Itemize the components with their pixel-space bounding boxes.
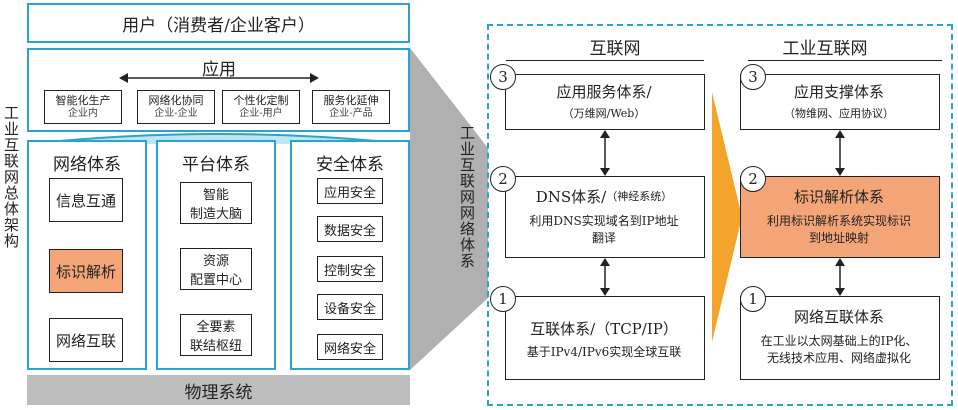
industrial-layer-1: 网络互联体系 在工业以太网基础上的IP化、 无线技术应用、网络虚拟化: [740, 296, 940, 380]
industrial-layer-1-number: 1: [740, 286, 766, 312]
network-item-info: 信息互通: [49, 178, 123, 222]
layer-sub: 利用标识解析系统实现标识 到地址映射: [766, 214, 911, 245]
double-arrow-icon: [119, 73, 319, 83]
app-item-label: 个性化定制: [233, 94, 289, 108]
platform-item-hub: 全要素 联结枢纽: [180, 314, 252, 356]
app-item-sub: 企业-用户: [239, 107, 283, 119]
app-item-network-collab: 网络化协同 企业-企业: [137, 90, 215, 124]
internet-arrow-upper: [600, 130, 610, 176]
layer-sub: 基于IPv4/IPv6实现全球互联: [526, 344, 682, 359]
layer-title-main: DNS体系/: [535, 187, 607, 206]
industrial-title-underline: [748, 60, 942, 61]
security-system-title: 安全体系: [316, 154, 384, 175]
app-item-label: 网络化协同: [148, 94, 204, 108]
app-item-sub: 企业内: [68, 107, 98, 119]
layer-sub: 在工业以太网基础上的IP化、 无线技术应用、网络虚拟化: [760, 334, 918, 365]
security-item-control: 控制安全: [317, 256, 383, 282]
app-item-label: 智能化生产: [55, 94, 111, 108]
security-item-device: 设备安全: [317, 294, 383, 320]
platform-item-brain: 智能 制造大脑: [180, 182, 252, 224]
network-system-box: 网络体系 信息互通 标识解析 网络互联: [27, 140, 147, 370]
network-item-interconnect: 网络互联: [49, 318, 123, 362]
internet-arrow-lower: [600, 258, 610, 296]
physical-system-bar: 物理系统: [27, 375, 410, 405]
layer-title: 应用服务体系/: [556, 82, 652, 101]
network-item-identifier: 标识解析: [49, 249, 123, 293]
security-item-app: 应用安全: [317, 178, 383, 204]
app-item-label: 服务化延伸: [323, 94, 379, 108]
layer-sub: （物维网、应用协议）: [784, 107, 894, 120]
internet-title-underline: [506, 60, 704, 61]
layer-sub: 利用DNS实现域名到IP地址 翻译: [529, 214, 679, 245]
layer-sub: （万维网/Web）: [562, 107, 646, 120]
internet-layer-1-number: 1: [490, 286, 516, 312]
internet-title: 互联网: [589, 38, 641, 59]
platform-system-box: 平台体系 智能 制造大脑 资源 配置中心 全要素 联结枢纽: [156, 140, 276, 370]
layer-title-sub: （神经系统）: [606, 190, 673, 203]
security-item-data: 数据安全: [317, 216, 383, 242]
internet-layer-3-number: 3: [490, 64, 516, 90]
application-title: 应用: [202, 59, 236, 80]
security-item-network: 网络安全: [317, 334, 383, 360]
industrial-layer-3-number: 3: [740, 64, 766, 90]
network-system-title: 网络体系: [53, 154, 121, 175]
app-item-smart-production: 智能化生产 企业内: [44, 90, 122, 124]
app-item-sub: 企业-企业: [154, 107, 198, 119]
industrial-arrow-upper: [835, 130, 845, 176]
internet-layer-1: 互联体系/（TCP/IP） 基于IPv4/IPv6实现全球互联: [505, 296, 705, 380]
internet-layer-2: DNS体系/（神经系统） 利用DNS实现域名到IP地址 翻译: [505, 176, 705, 258]
network-panel: [487, 24, 953, 406]
layer-title: 标识解析体系: [793, 187, 884, 206]
right-vertical-title: 工业互联网网络体系: [458, 125, 476, 269]
platform-system-title: 平台体系: [182, 154, 250, 175]
industrial-arrow-lower: [835, 258, 845, 296]
layer-title: DNS体系/（神经系统）: [506, 185, 702, 207]
industrial-layer-2-number: 2: [740, 166, 766, 192]
app-item-service: 服务化延伸 企业-产品: [312, 90, 390, 124]
layer-title: 应用支撑体系: [793, 82, 884, 101]
industrial-title: 工业互联网: [782, 38, 868, 59]
industrial-layer-3: 应用支撑体系 （物维网、应用协议）: [740, 74, 940, 130]
gold-arrow: [712, 92, 742, 342]
layer-title: 网络互联体系: [793, 307, 884, 326]
internet-layer-2-number: 2: [490, 166, 516, 192]
left-vertical-title: 工业互联网总体架构: [2, 105, 20, 249]
internet-layer-3: 应用服务体系/ （万维网/Web）: [505, 74, 705, 130]
layer-title: 互联体系/（TCP/IP）: [530, 319, 678, 338]
industrial-layer-2: 标识解析体系 利用标识解析系统实现标识 到地址映射: [740, 176, 940, 258]
app-item-sub: 企业-产品: [329, 107, 373, 119]
user-bar: 用户（消费者/企业客户）: [27, 3, 410, 43]
platform-item-resource: 资源 配置中心: [180, 248, 252, 290]
security-system-box: 安全体系 应用安全 数据安全 控制安全 设备安全 网络安全: [290, 140, 410, 370]
application-box: 应用 智能化生产 企业内 网络化协同 企业-企业 个性化定制 企业-用户 服务化…: [27, 48, 410, 132]
app-item-personalized: 个性化定制 企业-用户: [222, 90, 300, 124]
funnel-arrow: [410, 48, 488, 370]
